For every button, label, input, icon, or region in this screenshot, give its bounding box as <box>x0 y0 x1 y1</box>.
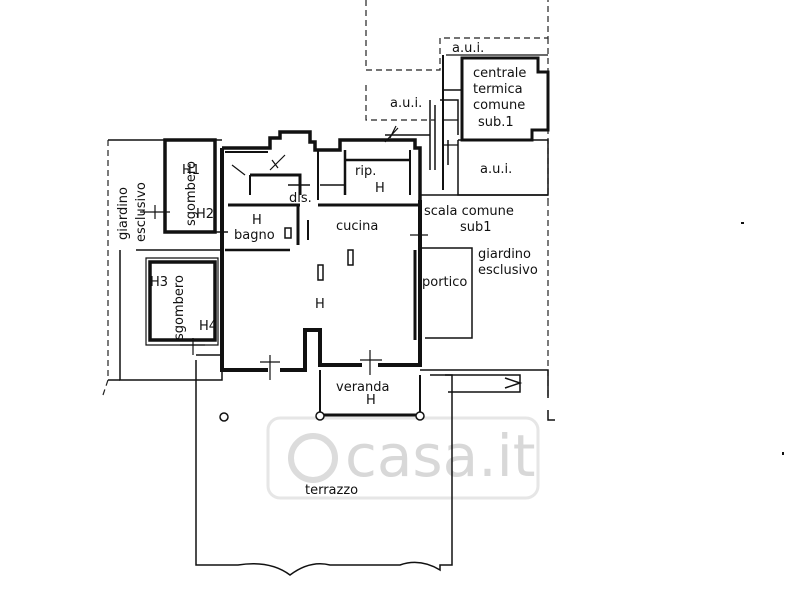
label-sub1: sub.1 <box>478 115 514 130</box>
terrace-outline <box>195 354 453 576</box>
label-aui-left: a.u.i. <box>390 96 422 111</box>
storage-rooms <box>108 138 228 381</box>
label-portico: portico <box>422 275 467 290</box>
house-walls <box>220 130 422 372</box>
label-h2: H2 <box>196 207 214 222</box>
label-h1: H1 <box>182 163 200 178</box>
label-giardino-left: giardino <box>116 187 131 240</box>
label-bagno-h: H <box>252 213 262 228</box>
label-veranda-h: H <box>366 393 376 408</box>
label-bagno: bagno <box>234 228 275 243</box>
label-scala-sub1: sub1 <box>460 220 492 235</box>
room-labels: a.u.i. centrale termica a.u.i. comune su… <box>116 41 538 498</box>
watermark-text: casa.it <box>345 422 535 490</box>
label-sgombero-top: sgombero <box>184 161 199 226</box>
label-dis: dis. <box>289 191 312 206</box>
label-giardino-right: giardino <box>478 247 531 262</box>
label-terrazzo: terrazzo <box>305 483 358 498</box>
label-rip-h: H <box>375 181 385 196</box>
stray-marks <box>741 222 784 455</box>
label-aui-right: a.u.i. <box>480 162 512 177</box>
wall-openings <box>284 227 354 281</box>
label-esclusivo-left: esclusivo <box>134 182 149 242</box>
right-garden-structure <box>420 194 555 421</box>
casa-watermark: casa.it <box>266 416 540 500</box>
label-cucina: cucina <box>336 219 378 234</box>
label-scala-comune: scala comune <box>424 204 514 219</box>
label-h4: H4 <box>199 319 217 334</box>
label-veranda: veranda <box>336 380 389 395</box>
label-comune: comune <box>473 98 525 113</box>
label-centrale: centrale <box>473 66 526 81</box>
label-termica: termica <box>473 82 523 97</box>
label-sgombero-bottom: sgombero <box>172 275 187 340</box>
label-rip: rip. <box>355 164 376 179</box>
label-esclusivo-right: esclusivo <box>478 263 538 278</box>
label-h3: H3 <box>150 275 168 290</box>
door-markers <box>140 125 428 380</box>
label-aui-top: a.u.i. <box>452 41 484 56</box>
portico-structure <box>413 247 473 340</box>
label-soggiorno-h: H <box>315 297 325 312</box>
veranda-structure <box>315 370 425 421</box>
